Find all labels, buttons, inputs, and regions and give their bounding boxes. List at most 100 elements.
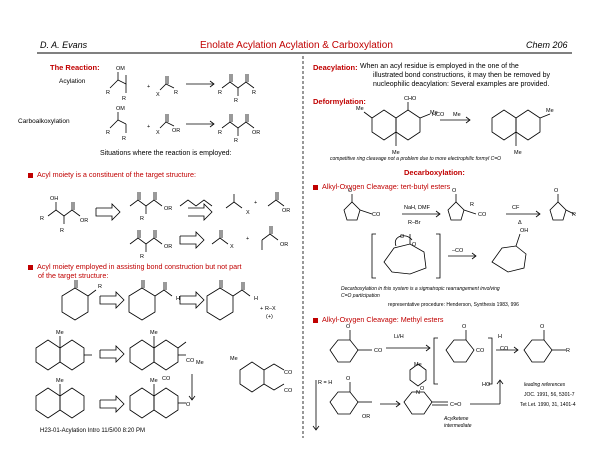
svg-text:Δ: Δ — [518, 220, 522, 226]
bullet-acyl-assisting-line1: Acyl moiety employed in assisting bond c… — [37, 262, 242, 271]
svg-text:H: H — [176, 296, 180, 302]
svg-text:R: R — [106, 130, 110, 136]
svg-text:R = H: R = H — [318, 380, 332, 386]
svg-text:Me: Me — [414, 362, 422, 368]
svg-text:Me: Me — [514, 150, 522, 156]
svg-text:Me: Me — [56, 330, 64, 336]
svg-text:R: R — [140, 254, 144, 260]
bullet-acyl-constituent-text: Acyl moiety is a constituent of the targ… — [37, 170, 196, 179]
svg-text:CO: CO — [478, 212, 487, 218]
svg-text:X: X — [156, 92, 160, 98]
svg-text:–CO: –CO — [452, 248, 464, 254]
svg-text:O: O — [348, 188, 353, 194]
deformylation-heading: Deformylation: — [313, 97, 366, 106]
svg-text:Me: Me — [546, 108, 554, 114]
svg-text:Me: Me — [196, 360, 204, 366]
svg-text:O: O — [346, 324, 351, 330]
svg-text:H: H — [254, 296, 258, 302]
bullet-acyl-assisting: Acyl moiety employed in assisting bond c… — [28, 262, 242, 271]
deacylation-text-3: nucleophilic deacylation: Several exampl… — [373, 81, 550, 88]
bullet-tbu-esters-text: Alkyl-Oxygen Cleavage: tert-butyl esters — [322, 182, 451, 191]
svg-text:OR: OR — [282, 208, 290, 214]
svg-text:R–Br: R–Br — [408, 220, 421, 226]
svg-text:O: O — [186, 402, 191, 408]
carboalkoxylation-label: Carboalkoxylation — [18, 118, 70, 125]
svg-text:OM: OM — [116, 106, 125, 112]
svg-text:R: R — [218, 130, 222, 136]
svg-text:O: O — [540, 324, 545, 330]
reaction-heading: The Reaction: — [50, 63, 100, 72]
svg-text:O: O — [400, 234, 405, 240]
svg-text:R: R — [122, 136, 126, 142]
svg-text:OH: OH — [50, 196, 58, 202]
svg-text:O: O — [346, 376, 351, 382]
bullet-tbu-esters: Alkyl-Oxygen Cleavage: tert-butyl esters — [313, 182, 450, 191]
svg-text:CO: CO — [284, 388, 293, 394]
course-name: Chem 206 — [526, 40, 568, 50]
leading-references-title: leading references — [524, 382, 566, 388]
svg-text:R: R — [566, 348, 570, 354]
bullet-methyl-esters-text: Alkyl-Oxygen Cleavage: Methyl esters — [322, 315, 444, 324]
bullet-acyl-constituent: Acyl moiety is a constituent of the targ… — [28, 170, 196, 179]
svg-text:O: O — [452, 188, 457, 194]
svg-text:OM: OM — [116, 66, 125, 72]
svg-text:HO: HO — [482, 382, 491, 388]
svg-text:Me: Me — [230, 356, 238, 362]
svg-text:R: R — [218, 90, 222, 96]
deformylation-note: competitive ring cleavage not a problem … — [330, 156, 502, 162]
svg-text:OR: OR — [164, 244, 172, 250]
svg-text:O: O — [420, 386, 425, 392]
footer-file-info: H23-01-Acylation Intro 11/5/00 8:20 PM — [40, 428, 145, 434]
decarboxylation-heading: Decarboxylation: — [404, 168, 465, 177]
acylketene-label-1: Acylketene — [444, 416, 469, 422]
svg-text:R: R — [252, 90, 256, 96]
acylketene-label-2: intermediate — [444, 423, 472, 429]
svg-text:X: X — [156, 130, 160, 136]
svg-text:+: + — [147, 124, 150, 130]
bullet-methyl-esters: Alkyl-Oxygen Cleavage: Methyl esters — [313, 315, 443, 324]
svg-text:R: R — [60, 228, 64, 234]
svg-text:CO: CO — [500, 346, 509, 352]
svg-text:+: + — [254, 200, 257, 206]
deacylation-text-2: illustrated bond constructions, it may t… — [373, 72, 551, 79]
svg-text:Me: Me — [56, 378, 64, 384]
svg-text:Li/H: Li/H — [394, 334, 404, 340]
svg-text:R–X: R–X — [265, 306, 276, 312]
svg-text:+: + — [246, 236, 249, 242]
svg-text:R: R — [572, 212, 576, 218]
deacylation-text-1: When an acyl residue is employed in the … — [360, 63, 519, 70]
svg-text:R: R — [40, 216, 44, 222]
svg-text:OR: OR — [164, 206, 172, 212]
svg-text:CO: CO — [162, 376, 171, 382]
svg-text:R: R — [98, 284, 102, 290]
sigmatropic-note-1: Decarboxylation in this system is a sigm… — [341, 286, 500, 292]
svg-text:Me: Me — [356, 106, 364, 112]
situations-text: Situations where the reaction is employe… — [100, 150, 232, 157]
svg-text:R: R — [234, 98, 238, 104]
svg-text:OR: OR — [252, 130, 260, 136]
bullet-marker — [28, 264, 33, 270]
svg-text:R: R — [234, 138, 238, 144]
representative-procedure: representative procedure: Henderson, Syn… — [388, 302, 519, 308]
svg-text:Me: Me — [392, 150, 400, 156]
reference-tet-let: Tet Let. 1990, 31, 1401-4 — [520, 402, 576, 408]
svg-text:R: R — [106, 90, 110, 96]
svg-text:CO: CO — [374, 348, 383, 354]
svg-text:CO: CO — [186, 358, 195, 364]
svg-text:H: H — [498, 334, 502, 340]
svg-text:(+): (+) — [266, 314, 273, 320]
svg-text:NaH, DMF: NaH, DMF — [404, 205, 431, 211]
svg-text:R: R — [470, 202, 474, 208]
svg-text:CF: CF — [512, 205, 520, 211]
svg-text:+: + — [260, 306, 263, 312]
svg-text:HCO: HCO — [432, 112, 445, 118]
svg-text:+: + — [147, 84, 150, 90]
deacylation-heading: Deacylation: — [313, 63, 358, 72]
svg-text:CO: CO — [372, 212, 381, 218]
bullet-acyl-assisting-line2: of the target structure: — [38, 271, 109, 280]
svg-text:O: O — [462, 324, 467, 330]
svg-text:R: R — [140, 216, 144, 222]
svg-text:X: X — [230, 244, 234, 250]
svg-text:OR: OR — [280, 242, 288, 248]
